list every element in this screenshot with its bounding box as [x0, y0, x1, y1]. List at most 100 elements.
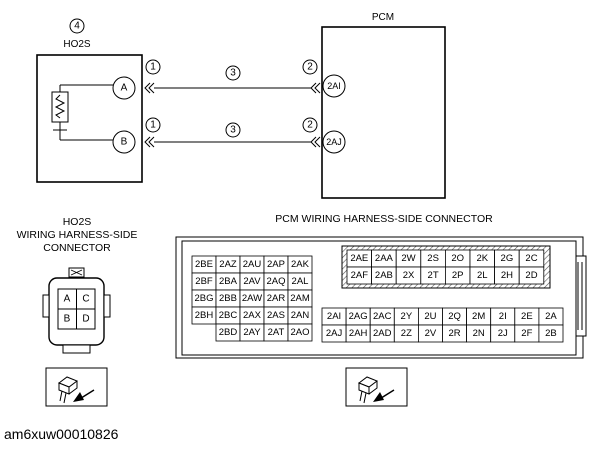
pcm-pin-2ag: 2AG: [349, 311, 368, 322]
pcm-pin-2aw: 2AW: [242, 293, 262, 304]
pcm-pin-2a: 2A: [545, 311, 557, 322]
ho2s-connector-pin-d: D: [82, 314, 89, 325]
callout-1-top: 1: [150, 62, 156, 73]
pcm-pin-2aj-label: 2AJ: [326, 137, 342, 147]
ho2s-label: HO2S: [63, 39, 91, 50]
pcm-pin-2bf: 2BF: [195, 276, 213, 287]
pcm-pin-2d: 2D: [525, 270, 537, 281]
pcm-pin-cell: [287, 323, 313, 342]
pcm-pin-2bd: 2BD: [219, 327, 238, 338]
pcm-pin-2am: 2AM: [290, 293, 310, 304]
pcm-pin-2ac: 2AC: [373, 311, 392, 322]
pcm-pin-2aj: 2AJ: [326, 328, 343, 339]
plug-view-icon-pcm: [345, 367, 408, 407]
pcm-pin-cell: [518, 266, 545, 285]
pcm-left-block: 2BE 2AZ 2AU 2AP 2AK 2BF 2BA 2AV 2AQ 2AL 2BG 2BB 2AW 2…: [191, 255, 313, 342]
pcm-label: PCM: [372, 12, 394, 23]
pcm-pin-2j: 2J: [498, 328, 508, 339]
pcm-pin-2ai: 2AI: [327, 311, 341, 322]
pcm-pin-2x: 2X: [403, 270, 415, 281]
pcm-pin-cell: [538, 324, 564, 343]
ho2s-connector-title-2: WIRING HARNESS-SIDE: [17, 229, 138, 241]
pcm-pin-2aa: 2AA: [375, 253, 394, 264]
pcm-pin-2ai-label: 2AI: [327, 81, 341, 91]
pcm-pin-2s: 2S: [427, 253, 439, 264]
pcm-pin-2an: 2AN: [291, 310, 310, 321]
pcm-pin-2c: 2C: [525, 253, 537, 264]
pcm-pin-2ao: 2AO: [290, 327, 309, 338]
pcm-pin-2ah: 2AH: [349, 328, 368, 339]
pcm-pin-2f: 2F: [521, 328, 532, 339]
pcm-pin-2ay: 2AY: [243, 327, 261, 338]
ho2s-pin-b-label: B: [121, 137, 128, 148]
pcm-pin-2az: 2AZ: [219, 259, 237, 270]
pcm-pin-2aj: [322, 130, 346, 154]
pcm-pin-2e: 2E: [521, 311, 533, 322]
pcm-pin-2bh: 2BH: [195, 310, 214, 321]
pcm-pin-2ai: [322, 74, 346, 98]
pcm-pin-2y: 2Y: [401, 311, 413, 322]
pcm-pin-2h: 2H: [501, 270, 513, 281]
pcm-pin-2at: 2AT: [268, 327, 285, 338]
pcm-pin-2ae: 2AE: [350, 253, 368, 264]
pcm-pin-2q: 2Q: [448, 311, 461, 322]
pcm-pin-2r: 2R: [448, 328, 460, 339]
pcm-pin-2af: 2AF: [351, 270, 369, 281]
pcm-pin-2bc: 2BC: [219, 310, 238, 321]
pcm-pin-2w: 2W: [401, 253, 415, 264]
callout-3-bottom: 3: [230, 125, 236, 136]
pcm-pin-2as: 2AS: [267, 310, 285, 321]
pcm-pin-2ap: 2AP: [267, 259, 285, 270]
pcm-pin-2ak: 2AK: [291, 259, 310, 270]
connector-chevron-left: [144, 82, 155, 148]
pcm-pin-2t: 2T: [428, 270, 439, 281]
connector-chevron-right: [310, 82, 321, 148]
pcm-pin-2ar: 2AR: [267, 293, 286, 304]
pcm-pin-2m: 2M: [472, 311, 485, 322]
figure-id: am6xuw00010826: [4, 426, 119, 442]
ho2s-connector-face: [42, 267, 111, 354]
pcm-pin-2g: 2G: [501, 253, 514, 264]
pcm-pin-2v: 2V: [425, 328, 437, 339]
ho2s-callout-number: 4: [74, 21, 80, 32]
ho2s-callout: 4: [69, 18, 85, 34]
pcm-pin-2aq: 2AQ: [266, 276, 285, 287]
ho2s-pin-b: [112, 130, 136, 154]
pcm-pin-2ba: 2BA: [219, 276, 238, 287]
pcm-pin-2l: 2L: [477, 270, 488, 281]
pcm-pin-2au: 2AU: [243, 259, 262, 270]
pcm-pin-2n: 2N: [473, 328, 485, 339]
pcm-pin-2k: 2K: [476, 253, 488, 264]
ho2s-connector-pin-b: B: [64, 314, 71, 325]
ho2s-pin-a: [112, 76, 136, 100]
callout-2-bottom: 2: [307, 120, 313, 131]
pcm-pin-2al: 2AL: [292, 276, 309, 287]
pcm-pin-2b: 2B: [545, 328, 557, 339]
callout-3-top: 3: [230, 68, 236, 79]
pcm-pin-2ad: 2AD: [373, 328, 392, 339]
pcm-pin-2p: 2P: [452, 270, 464, 281]
plug-view-icon: [45, 367, 108, 407]
ho2s-connector-pin-c: C: [82, 294, 89, 305]
ho2s-connector-pin-a: A: [64, 294, 71, 305]
pcm-hatched-block: 2AE 2AA 2W 2S 2O 2K 2G 2C 2AF 2AB 2X 2T 2P 2L 2H 2D: [341, 245, 551, 289]
pcm-pin-2i: 2I: [499, 311, 507, 322]
pcm-pin-2z: 2Z: [401, 328, 412, 339]
callout-2-top: 2: [307, 62, 313, 73]
ho2s-connector-title-1: HO2S: [63, 216, 92, 228]
ho2s-pin-a-label: A: [121, 83, 128, 94]
pcm-pin-2be: 2BE: [195, 259, 213, 270]
pcm-box: [321, 26, 446, 199]
pcm-pin-2ab: 2AB: [375, 270, 393, 281]
pcm-connector-title: PCM WIRING HARNESS-SIDE CONNECTOR: [275, 213, 493, 225]
heater-element-icon: [51, 84, 113, 141]
pcm-pin-2ax: 2AX: [243, 310, 262, 321]
pcm-pin-2bg: 2BG: [194, 293, 213, 304]
ho2s-connector-title-3: CONNECTOR: [43, 242, 111, 254]
pcm-pin-2u: 2U: [424, 311, 436, 322]
pcm-bottom-block: 2AI 2AG 2AC 2Y 2U 2Q 2M 2I 2E 2A 2AJ 2AH 2AD 2Z 2V 2R 2N…: [321, 307, 564, 343]
pcm-pin-2o: 2O: [451, 253, 464, 264]
pcm-pin-2bb: 2BB: [219, 293, 237, 304]
pcm-pin-2av: 2AV: [243, 276, 261, 287]
